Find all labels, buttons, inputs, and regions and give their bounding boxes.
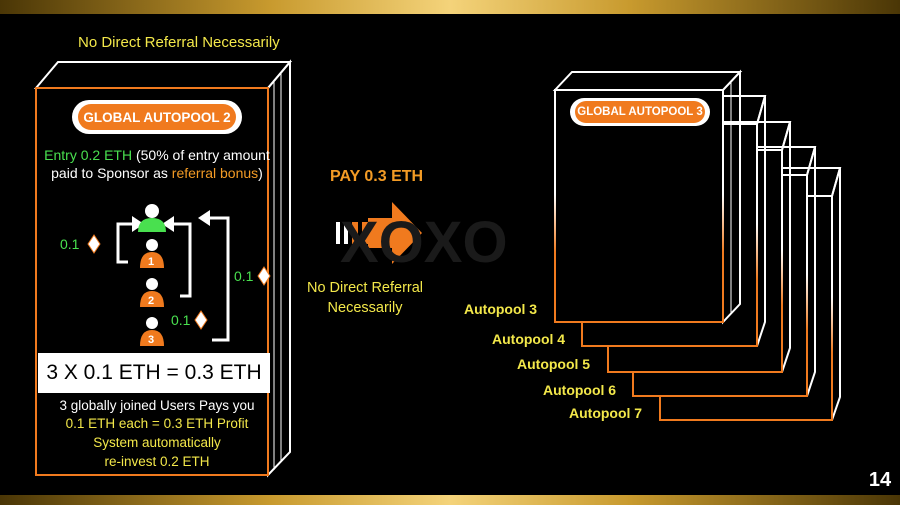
eth-icon-3 xyxy=(194,310,208,330)
autopool-3-title: GLOBAL AUTOPOOL 3 xyxy=(575,101,705,123)
entry-line2-prefix: paid to Sponsor as xyxy=(51,165,172,181)
user-node-1 xyxy=(140,239,164,268)
formula-box: 3 X 0.1 ETH = 0.3 ETH xyxy=(38,353,270,393)
node-label-3: 3 xyxy=(148,334,155,346)
entry-line2-suffix: ) xyxy=(258,165,263,181)
pool-label-6: Autopool 6 xyxy=(543,382,617,398)
autopool-2-title: GLOBAL AUTOPOOL 2 xyxy=(78,104,236,130)
amount-label-1: 0.1 xyxy=(60,236,80,252)
node-label-2: 2 xyxy=(148,295,155,307)
node-label-1: 1 xyxy=(148,256,155,268)
tree-arrows xyxy=(116,216,230,342)
pay-label: PAY 0.3 ETH xyxy=(330,168,424,185)
entry-line-2: paid to Sponsor as referral bonus) xyxy=(36,165,278,181)
entry-suffix: (50% of entry amount xyxy=(132,147,270,163)
top-gold-border xyxy=(0,0,900,14)
entry-amount: Entry 0.2 ETH xyxy=(44,147,133,163)
pool-label-4: Autopool 4 xyxy=(492,331,566,347)
autopool-3-badge: GLOBAL AUTOPOOL 3 xyxy=(570,98,710,126)
slide-number: 14 xyxy=(862,465,898,495)
referral-bonus-text: referral bonus xyxy=(171,165,259,181)
eth-icon-2 xyxy=(257,266,271,286)
summary-line-2: 0.1 ETH each = 0.3 ETH Profit xyxy=(65,416,249,431)
bottom-gold-border xyxy=(0,495,900,505)
eth-icon-1 xyxy=(87,234,101,254)
watermark-logo: XOXO xyxy=(340,210,508,275)
amount-label-3: 0.1 xyxy=(171,312,191,328)
stack-box-3 xyxy=(552,69,743,325)
user-node-2 xyxy=(140,278,164,307)
pool-label-7: Autopool 7 xyxy=(569,405,643,421)
user-node-3 xyxy=(140,317,164,346)
pool-label-5: Autopool 5 xyxy=(517,356,591,372)
summary-line-1: 3 globally joined Users Pays you xyxy=(59,398,255,413)
entry-line-1: Entry 0.2 ETH (50% of entry amount xyxy=(36,147,278,163)
summary-line-4: re-invest 0.2 ETH xyxy=(104,454,210,469)
right-stack xyxy=(552,69,842,421)
top-caption: No Direct Referral Necessarily xyxy=(78,34,280,51)
top-user-node xyxy=(138,204,166,232)
pool-label-3: Autopool 3 xyxy=(464,301,538,317)
summary-line-3: System automatically xyxy=(93,435,221,450)
tree-arrowheads xyxy=(132,210,210,232)
pay-arrow xyxy=(336,202,422,264)
amount-label-2: 0.1 xyxy=(234,268,254,284)
middle-caption: No Direct Referral Necessarily xyxy=(306,280,424,316)
autopool-2-badge: GLOBAL AUTOPOOL 2 xyxy=(72,100,242,134)
